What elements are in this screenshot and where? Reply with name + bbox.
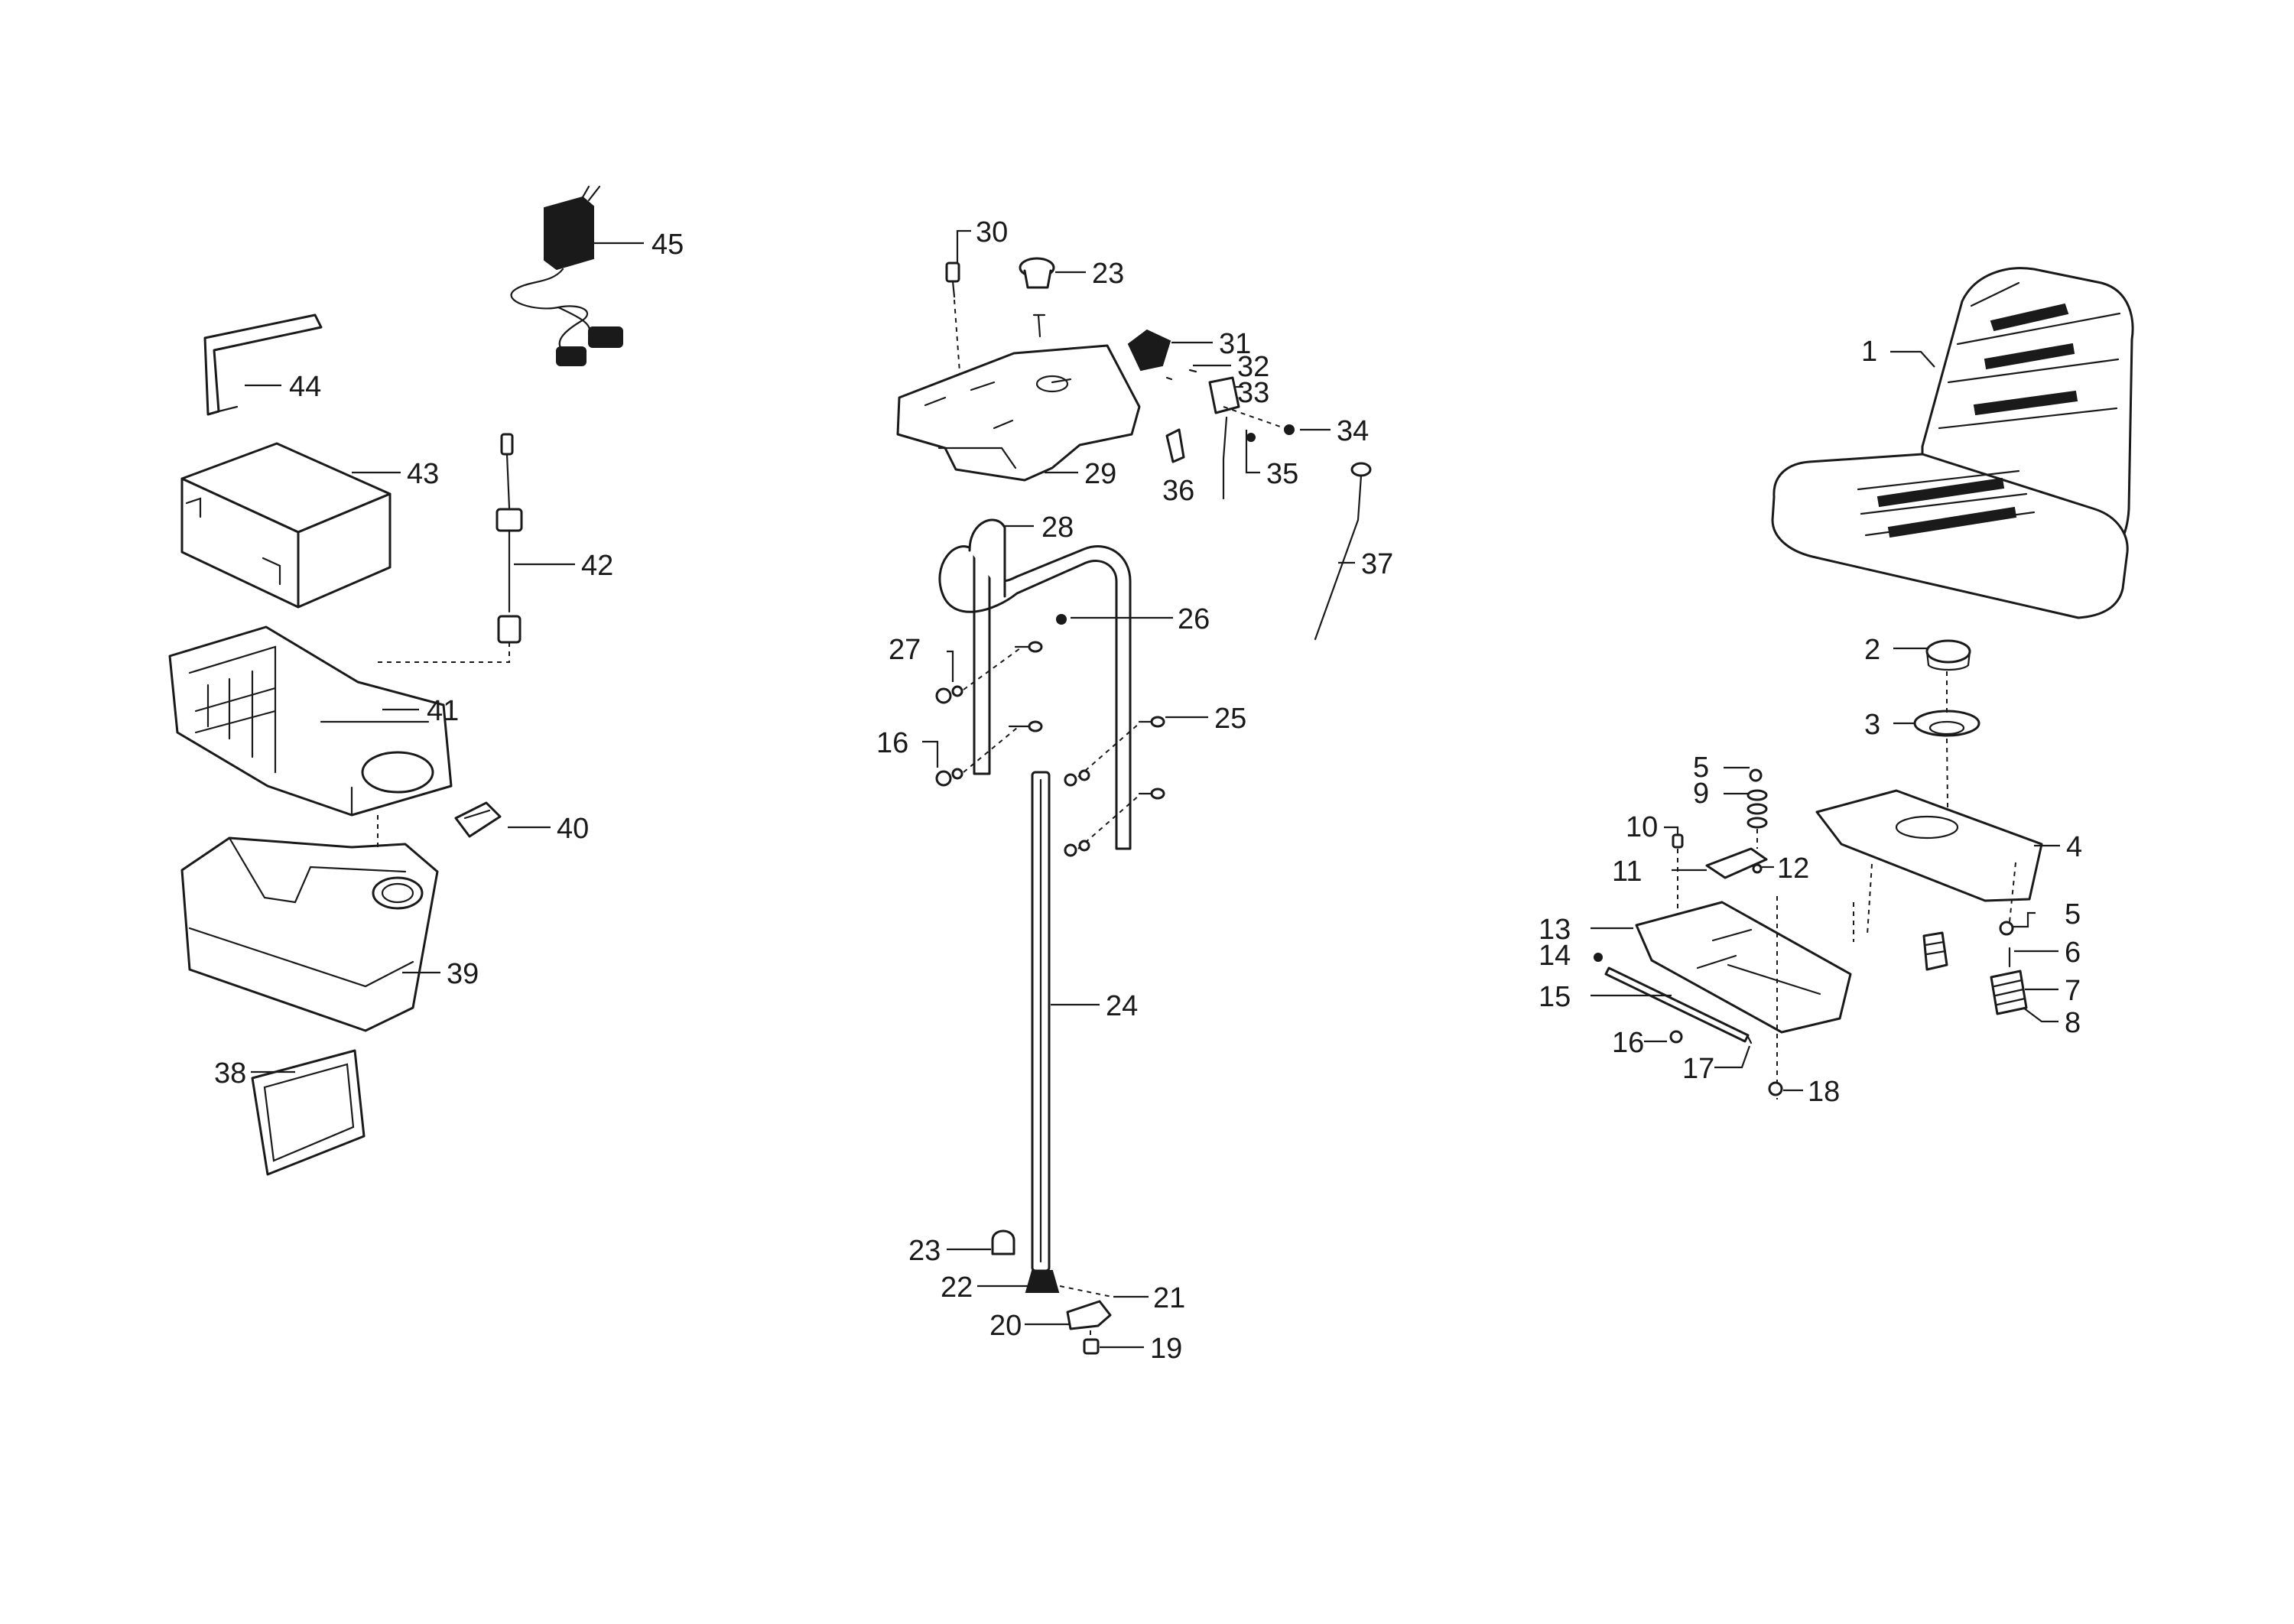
callout-28: 28 — [1041, 512, 1074, 544]
callout-12: 12 — [1777, 853, 1809, 885]
callout-6: 6 — [2065, 937, 2081, 969]
leader-1 — [1890, 350, 1935, 368]
callout-8: 8 — [2065, 1007, 2081, 1039]
part-37-dipstick — [1314, 462, 1372, 641]
part-washers — [1746, 768, 1768, 849]
callout-18: 18 — [1808, 1076, 1840, 1108]
link-41-42 — [378, 642, 510, 663]
part-17-pin — [1746, 1035, 1753, 1044]
callout-5a: 5 — [1693, 752, 1709, 784]
part-fasteners-handlebar — [935, 641, 1165, 857]
callout-23a: 23 — [1092, 258, 1124, 290]
callout-11: 11 — [1612, 856, 1642, 888]
part-43-battery — [180, 442, 392, 609]
callout-1: 1 — [1861, 336, 1877, 368]
part-22-joint — [1025, 1270, 1060, 1293]
part-2-knob — [1925, 639, 1971, 671]
callout-13: 13 — [1539, 914, 1571, 946]
callout-30: 30 — [976, 216, 1008, 248]
callout-24: 24 — [1106, 990, 1138, 1022]
part-44-bracket — [203, 313, 323, 416]
part-33-bracket — [1165, 369, 1240, 414]
part-26-nut — [1056, 614, 1067, 625]
callout-16a: 16 — [876, 727, 908, 759]
leader-17 — [1714, 1045, 1751, 1069]
callout-29: 29 — [1084, 458, 1116, 490]
callout-45: 45 — [651, 229, 684, 261]
callout-4: 4 — [2066, 831, 2082, 863]
part-13-frame — [1635, 896, 1854, 1099]
callout-41: 41 — [427, 695, 459, 727]
callout-34: 34 — [1337, 415, 1369, 447]
callout-33: 33 — [1237, 377, 1269, 409]
leader-10 — [1664, 826, 1679, 835]
callout-16b: 16 — [1612, 1027, 1644, 1059]
callout-44: 44 — [289, 371, 321, 403]
callout-36: 36 — [1162, 475, 1194, 507]
callout-25: 25 — [1214, 703, 1246, 735]
callout-23b: 23 — [908, 1235, 941, 1267]
leader-5b — [2013, 911, 2036, 928]
callout-27: 27 — [889, 634, 921, 666]
part-34-nut — [1223, 406, 1295, 435]
callout-2: 2 — [1864, 634, 1880, 666]
callout-22: 22 — [941, 1272, 973, 1304]
part-31-knob — [1127, 329, 1171, 372]
callout-9: 9 — [1693, 778, 1709, 810]
callout-20: 20 — [989, 1310, 1022, 1342]
callout-38: 38 — [214, 1057, 246, 1090]
callout-19: 19 — [1150, 1333, 1182, 1365]
callout-17: 17 — [1682, 1053, 1714, 1085]
callout-39: 39 — [447, 958, 479, 990]
part-14 — [1594, 953, 1603, 962]
callout-5b: 5 — [2065, 898, 2081, 931]
callout-35: 35 — [1266, 458, 1298, 490]
part-36-clip — [1165, 428, 1185, 463]
part-11-bracket — [1705, 847, 1768, 879]
callout-40: 40 — [557, 813, 589, 845]
part-24-column — [1031, 771, 1051, 1272]
part-41-tray — [168, 625, 453, 817]
part-35-cable — [1222, 416, 1256, 500]
callout-37: 37 — [1361, 548, 1393, 580]
part-20-bracket — [1066, 1300, 1112, 1330]
callout-26: 26 — [1178, 603, 1210, 635]
part-19-bolt — [1083, 1330, 1100, 1355]
callout-3: 3 — [1864, 709, 1880, 741]
part-4-plate — [1815, 789, 2043, 902]
part-3-bushing — [1913, 671, 1980, 872]
part-23-cap-top — [1019, 257, 1055, 338]
callout-14: 14 — [1539, 940, 1571, 972]
callout-21: 21 — [1153, 1282, 1185, 1314]
callout-32: 32 — [1237, 351, 1269, 383]
callout-10: 10 — [1626, 811, 1658, 843]
part-40-cap — [454, 801, 502, 838]
part-45-charger — [510, 185, 623, 366]
callout-7: 7 — [2065, 975, 2081, 1007]
callout-43: 43 — [407, 458, 439, 490]
part-1-seat — [1771, 267, 2134, 619]
part-28-handlebar — [938, 518, 1132, 850]
part-29-plate — [896, 344, 1141, 482]
callout-15: 15 — [1539, 981, 1571, 1013]
leader-16a — [922, 740, 939, 768]
part-23-cap-bottom — [991, 1229, 1015, 1255]
part-16-nut — [1669, 1030, 1683, 1044]
callout-42: 42 — [581, 550, 613, 582]
part-spring-stack — [1867, 862, 2028, 1015]
part-30-bolt — [945, 261, 961, 383]
leader-30 — [956, 229, 971, 263]
leader-8 — [2023, 1007, 2058, 1023]
part-42-sensor — [496, 433, 523, 644]
part-39-tank — [180, 812, 439, 1032]
callout-31: 31 — [1219, 328, 1251, 360]
part-38-gasket — [251, 1049, 366, 1176]
part-18-nut — [1768, 1081, 1783, 1096]
part-15-rod — [1604, 966, 1750, 1043]
leader-27 — [947, 650, 954, 682]
part-21-pin — [1059, 1285, 1113, 1298]
leader-35 — [1245, 430, 1260, 474]
